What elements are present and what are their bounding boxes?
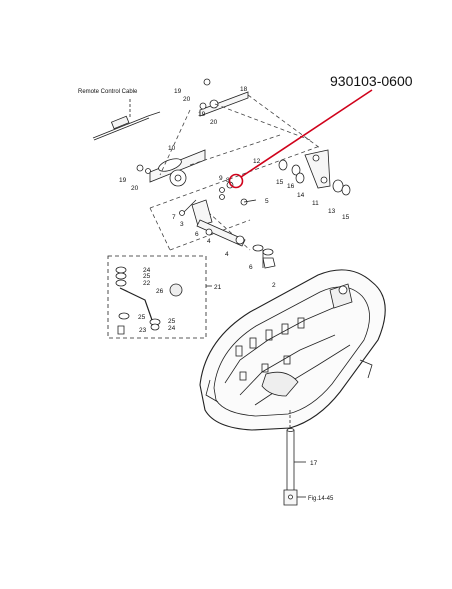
callout-14: 14 [297,192,305,199]
callout-5: 5 [265,198,269,205]
highlight-marker [228,89,373,189]
callout-6b: 6 [249,264,253,271]
cable-label: Remote Control Cable [78,89,138,95]
callout-24a: 24 [143,267,151,274]
callout-16: 16 [287,183,295,190]
callout-25a: 25 [143,273,151,280]
middle-linkage [179,181,276,269]
callout-2: 2 [272,282,276,289]
callout-23: 23 [139,327,147,334]
upper-linkage [136,78,249,187]
callout-26: 26 [156,288,164,295]
fig-reference: Fig.14-45 [308,496,334,502]
callout-numbers: 2 3 4 4 5 6 6 7 8 9 10 11 12 13 14 15 15… [119,86,350,467]
callout-15a: 15 [276,179,284,186]
callout-11: 11 [312,200,319,207]
callout-20b: 20 [210,119,218,126]
right-lever-assembly [278,149,351,196]
bottom-cowling [199,269,386,431]
callout-25c: 25 [168,318,176,325]
callout-7: 7 [172,214,176,221]
callout-3: 3 [180,221,184,228]
callout-13: 13 [328,208,336,215]
callout-12: 12 [253,158,261,165]
part-number-label: 930103-0600 [330,73,413,89]
callout-18: 18 [240,86,248,93]
callout-6a: 6 [195,231,199,238]
callout-19b: 19 [198,111,206,118]
leader-lines [149,94,321,251]
callout-10: 10 [168,145,176,152]
callout-24b: 24 [168,325,176,332]
callout-25b: 25 [138,314,146,321]
callout-8: 8 [226,177,230,184]
callout-19c: 19 [119,177,127,184]
callout-20c: 20 [131,185,139,192]
remote-control-cable [92,99,161,141]
callout-15b: 15 [342,214,350,221]
callout-21: 21 [214,284,222,291]
inset-box [107,255,212,339]
callout-20a: 20 [183,96,191,103]
shaft-17 [283,410,306,506]
callout-9: 9 [219,175,223,182]
callout-19a: 19 [174,88,182,95]
callout-17: 17 [310,460,318,467]
callout-22: 22 [143,280,151,287]
callout-4b: 4 [225,251,229,258]
callout-4a: 4 [207,238,211,245]
